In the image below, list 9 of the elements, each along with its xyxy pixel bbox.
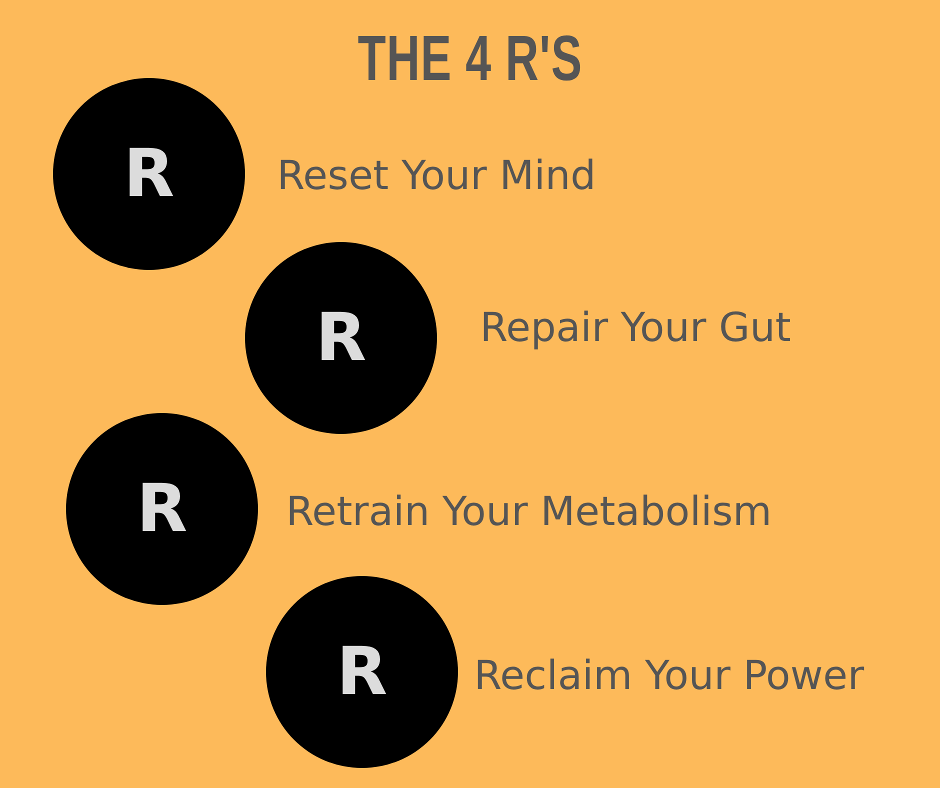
step-label: Reclaim Your Power [474, 652, 864, 700]
step-label: Repair Your Gut [480, 304, 791, 352]
circle-letter: R [136, 474, 188, 544]
title: THE 4 R'S [358, 26, 582, 90]
circle-letter: R [336, 637, 388, 707]
step-label: Retrain Your Metabolism [286, 488, 772, 536]
step-label: Reset Your Mind [277, 152, 596, 200]
circle-letter: R [316, 303, 366, 373]
circle-letter: R [124, 139, 174, 209]
